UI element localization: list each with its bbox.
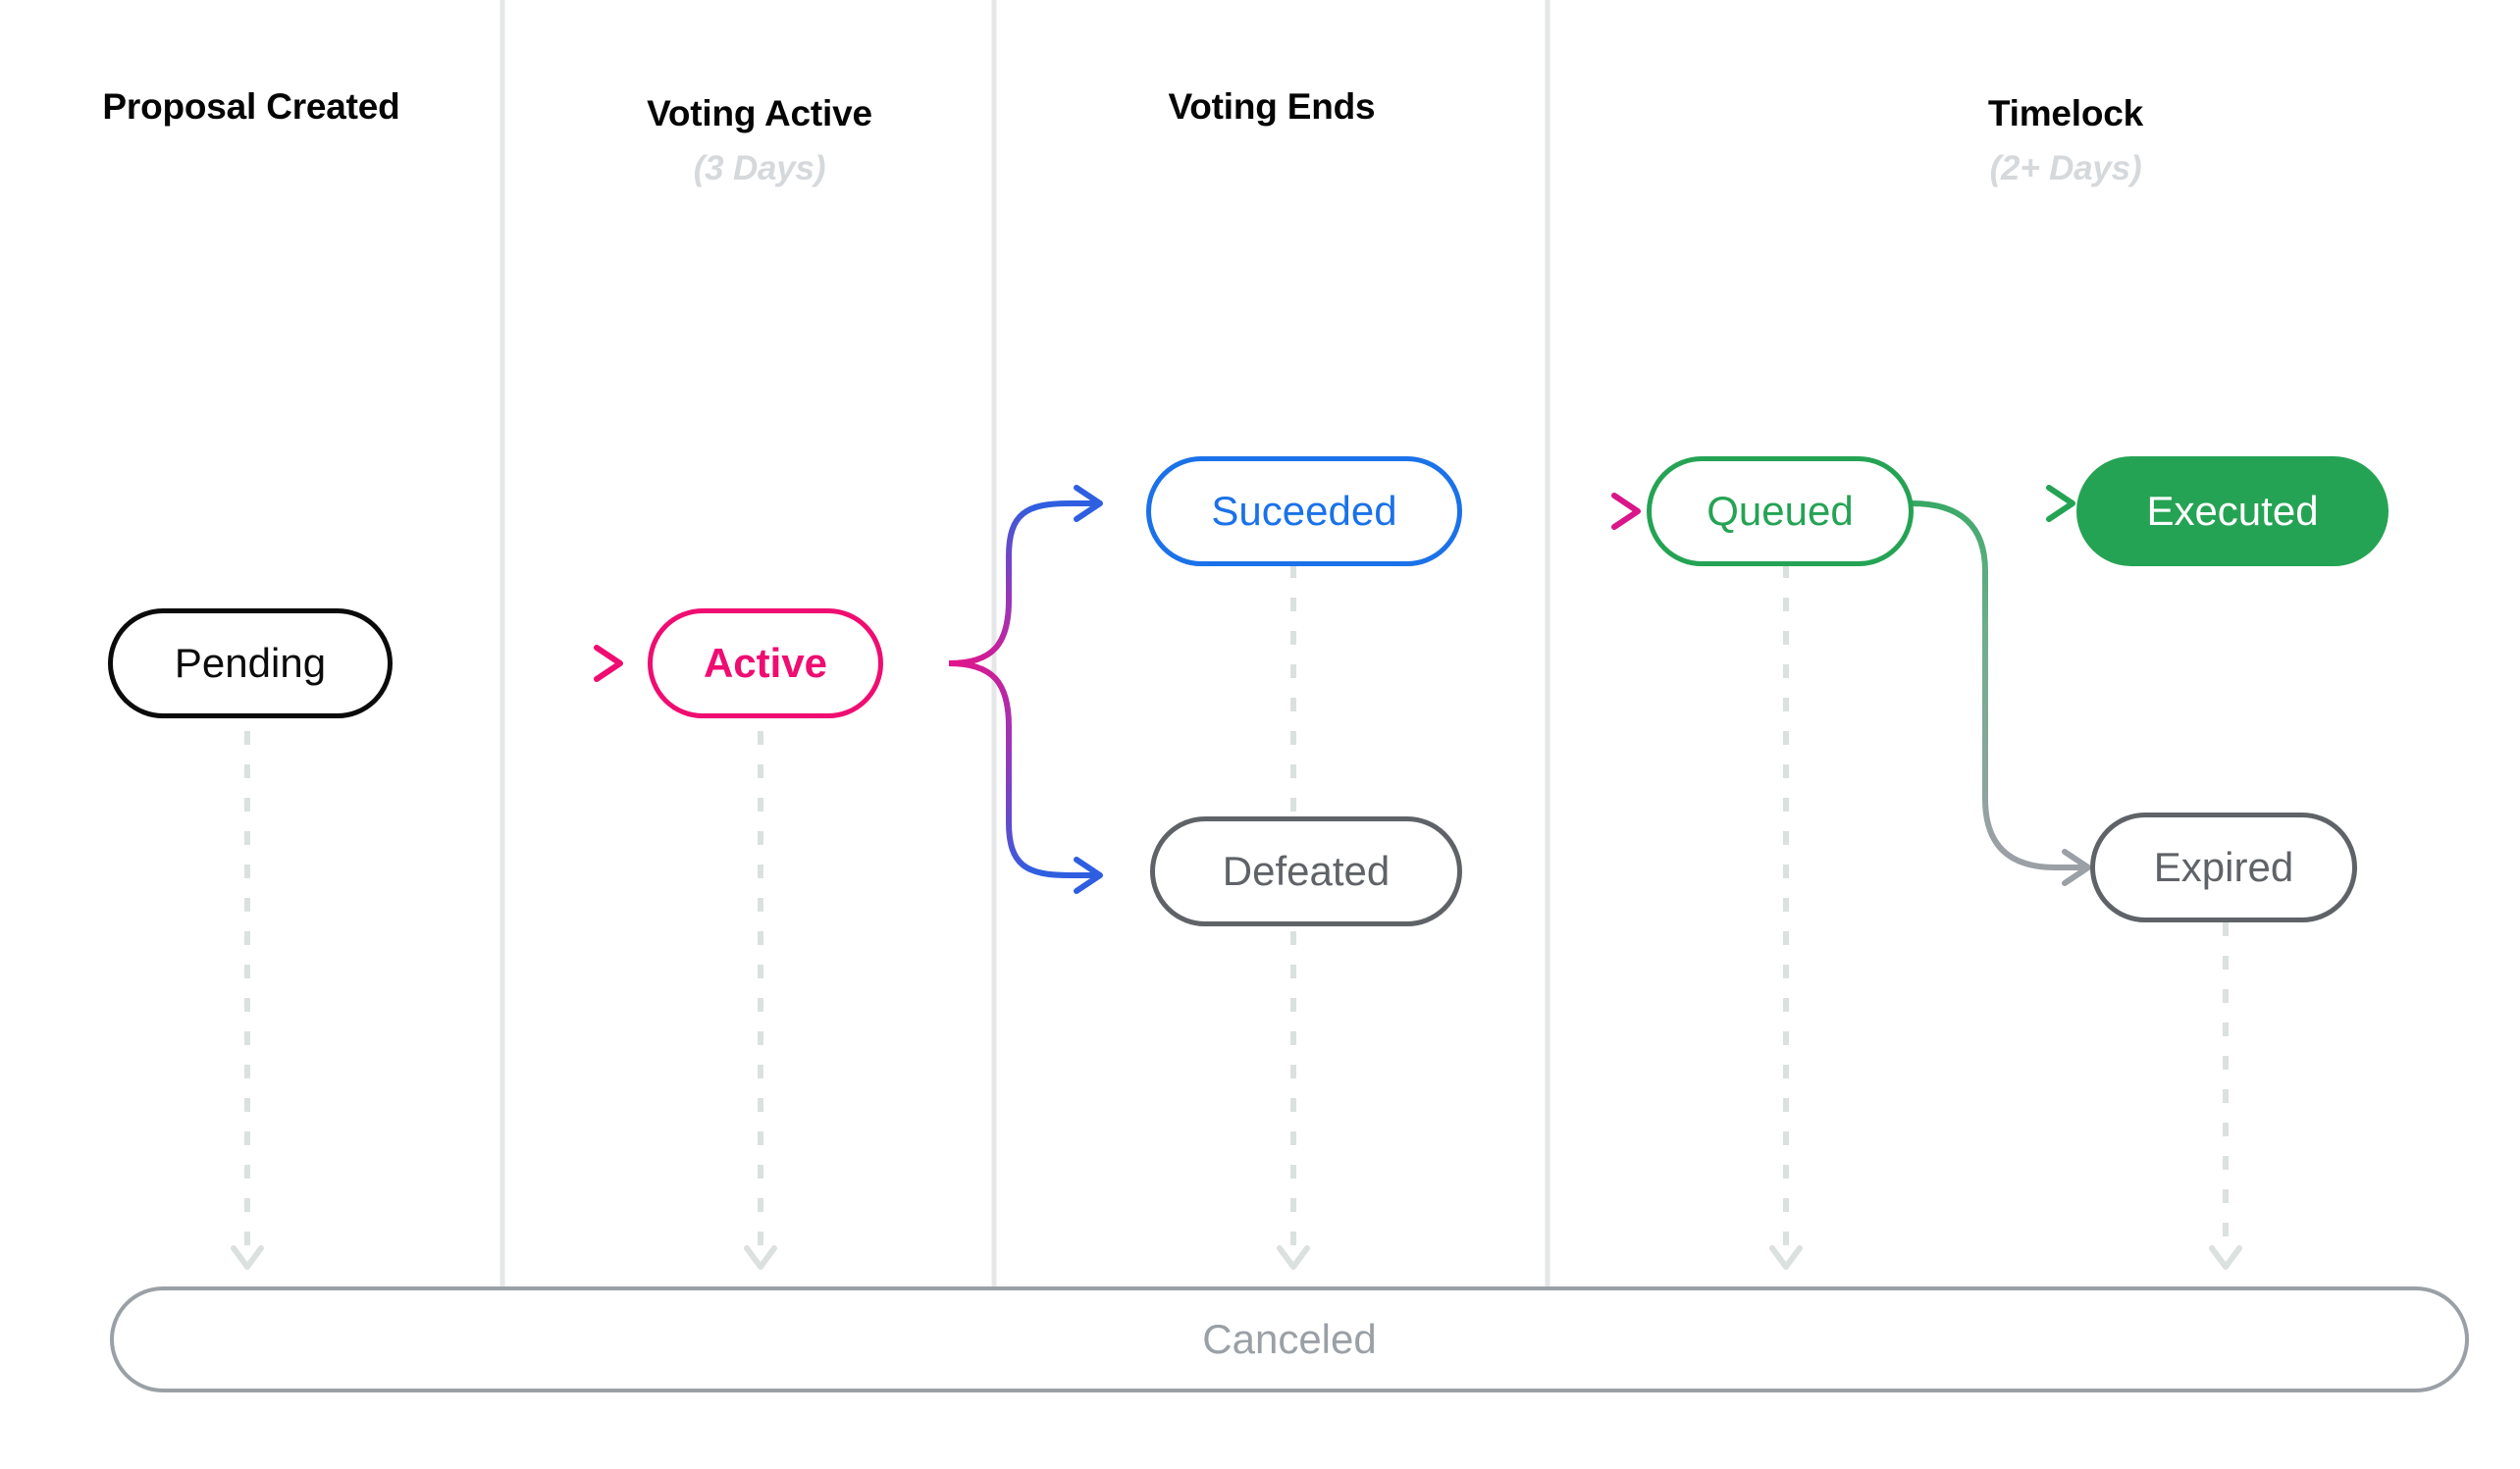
edge-queued-to-executed: [1912, 485, 2075, 522]
column-title: Proposal Created: [102, 86, 400, 127]
column-title: Voting Active: [647, 93, 872, 133]
state-node-label: Pending: [174, 640, 327, 686]
state-node-succeeded[interactable]: Suceeded: [1146, 456, 1462, 566]
column-title: Voting Ends: [1168, 86, 1376, 127]
column-subtitle: (2+ Days): [1989, 148, 2142, 187]
state-node-queued[interactable]: Queued: [1647, 456, 1914, 566]
state-node-label: Canceled: [1202, 1316, 1377, 1362]
edge-pending-to-active: [396, 645, 623, 682]
edge-queued-to-expired: [1911, 500, 2091, 886]
cancel-dashed-arrowheads: [231, 1245, 2242, 1270]
state-node-executed[interactable]: Executed: [2076, 456, 2389, 566]
state-node-pending[interactable]: Pending: [108, 608, 393, 718]
state-node-label: Defeated: [1222, 848, 1391, 894]
column-header-timelock: Timelock (2+ Days): [1869, 93, 2262, 189]
edge-active-to-defeated: [948, 660, 1103, 894]
state-node-label: Expired: [2153, 844, 2294, 890]
state-node-label: Suceeded: [1211, 488, 1397, 534]
state-node-active[interactable]: Active: [648, 608, 883, 718]
state-node-defeated[interactable]: Defeated: [1150, 816, 1462, 926]
state-node-canceled[interactable]: Canceled: [110, 1286, 2469, 1392]
column-header-voting-ends: Voting Ends: [1076, 86, 1468, 129]
state-node-label: Queued: [1706, 488, 1854, 534]
state-node-expired[interactable]: Expired: [2090, 813, 2357, 922]
column-header-proposal-created: Proposal Created: [45, 86, 457, 129]
state-node-label: Executed: [2146, 488, 2319, 534]
column-subtitle: (3 Days): [693, 148, 826, 187]
state-node-label: Active: [703, 640, 828, 686]
column-title: Timelock: [1987, 93, 2144, 133]
edge-active-to-succeeded: [948, 485, 1103, 666]
column-header-voting-active: Voting Active (3 Days): [563, 93, 956, 189]
edge-succeeded-to-queued: [1457, 493, 1641, 530]
